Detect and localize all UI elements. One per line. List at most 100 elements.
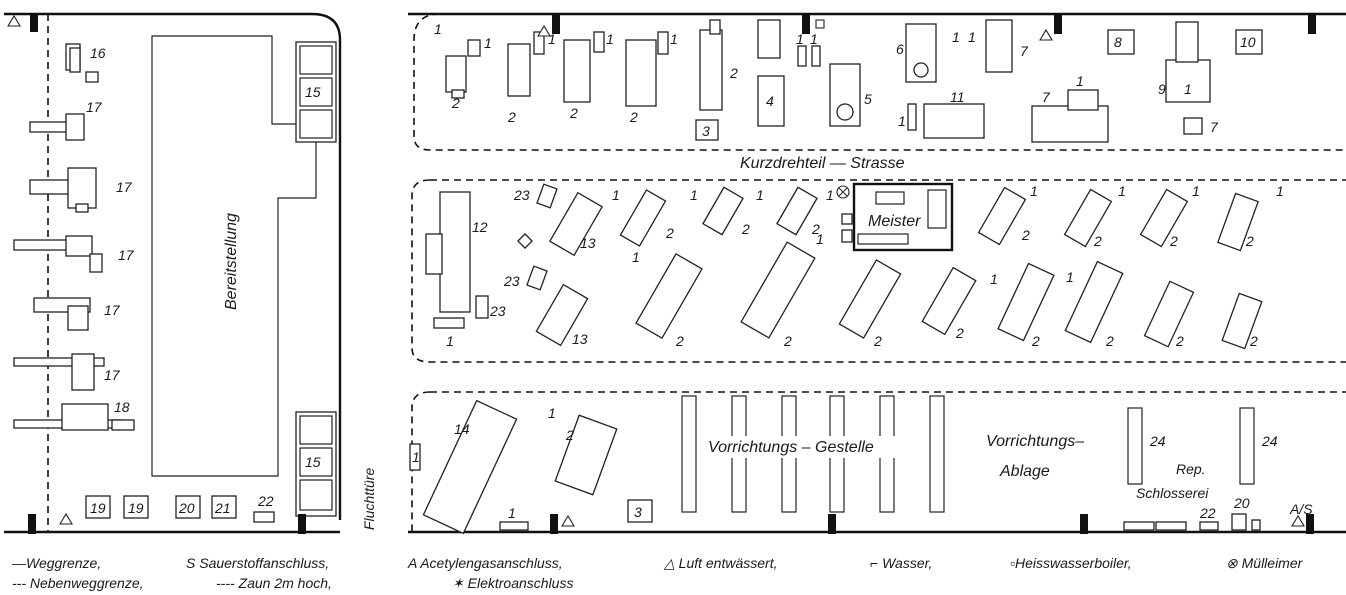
lathe-2-a: 1 1 2 [434, 21, 492, 111]
svg-text:20: 20 [1233, 495, 1250, 511]
svg-text:2: 2 [1105, 333, 1114, 349]
svg-text:1: 1 [612, 187, 620, 203]
svg-text:1: 1 [1276, 183, 1284, 199]
fixture-rack-1 [681, 395, 697, 513]
svg-text:2: 2 [783, 333, 792, 349]
svg-text:19: 19 [128, 500, 144, 516]
box-23-b [526, 265, 548, 291]
svg-text:1: 1 [968, 29, 976, 45]
svg-text:2: 2 [451, 95, 460, 111]
svg-text:1: 1 [548, 31, 556, 47]
svg-text:2: 2 [1093, 233, 1102, 249]
svg-text:1: 1 [446, 333, 454, 349]
svg-text:2: 2 [1169, 233, 1178, 249]
machine-17-c: 17 [13, 235, 135, 273]
svg-text:2: 2 [741, 221, 750, 237]
machine-7-a: 7 [985, 19, 1029, 73]
box-3-bottom [627, 499, 653, 523]
box-8 [1107, 29, 1135, 55]
box-22-left [253, 511, 275, 523]
svg-text:2: 2 [675, 333, 684, 349]
legend-nebenweggrenze: --- Nebenweggrenze, [12, 575, 144, 591]
meister-label: Meister [868, 213, 921, 230]
rep-label: Rep. [1176, 461, 1206, 477]
left-block: Bereitstellung 15 15 16 17 17 [4, 12, 377, 534]
svg-text:24: 24 [1261, 433, 1278, 449]
svg-text:2: 2 [665, 225, 674, 241]
machine-17-e: 17 [13, 353, 121, 391]
machine-14: 14 1 [422, 399, 556, 535]
box-10 [1235, 29, 1263, 55]
svg-text:7: 7 [1210, 119, 1219, 135]
svg-text:22: 22 [257, 493, 274, 509]
svg-text:24: 24 [1149, 433, 1166, 449]
machine-6: 6 1 1 [896, 23, 976, 83]
svg-text:1: 1 [1118, 183, 1126, 199]
legend-weggrenze: —Weggrenze, [11, 555, 101, 571]
svg-text:2: 2 [1245, 233, 1254, 249]
svg-text:13: 13 [580, 235, 596, 251]
legend-muelleimer: ⊗ Mülleimer [1226, 555, 1304, 571]
vorrichtungs-gestelle-label: Vorrichtungs – Gestelle [708, 439, 874, 456]
svg-text:6: 6 [896, 41, 904, 57]
svg-text:15: 15 [305, 84, 321, 100]
box-21 [211, 495, 237, 519]
svg-text:1: 1 [1030, 183, 1038, 199]
vorrichtungs-ablage-label-1: Vorrichtungs– [986, 433, 1084, 450]
machine-12: 12 1 [425, 191, 488, 349]
svg-text:1: 1 [756, 187, 764, 203]
lathe-row-middle-a: 2 2 2 2 2 2 2 [619, 186, 1260, 252]
lathe-row-middle-b: 2 2 2 2 2 2 2 2 [635, 241, 1263, 350]
svg-text:1: 1 [434, 21, 442, 37]
svg-text:3: 3 [702, 123, 710, 139]
svg-text:1: 1 [606, 31, 614, 47]
machine-13-b: 13 [535, 283, 589, 347]
machine-9: 9 1 [1158, 21, 1211, 103]
unit-5: 5 [829, 63, 872, 127]
svg-text:2: 2 [873, 333, 882, 349]
as-label: A/S [1289, 501, 1313, 517]
unit-1-pair: 1 1 [796, 31, 821, 67]
svg-text:7: 7 [1042, 89, 1051, 105]
machine-7-b: 7 1 [1031, 73, 1109, 143]
bottom-block: 1 14 1 2 1 3 Vorrichtungs – Gestelle Vor… [409, 395, 1314, 535]
svg-text:1: 1 [508, 505, 516, 521]
svg-text:1: 1 [990, 271, 998, 287]
svg-text:2: 2 [1175, 333, 1184, 349]
svg-text:1: 1 [1184, 81, 1192, 97]
svg-text:1: 1 [1066, 269, 1074, 285]
kurzdrehteil-label: Kurzdrehteil — Strasse [740, 155, 905, 172]
legend-heisswasser: ▫Heisswasserboiler, [1010, 555, 1132, 571]
unit-4 [757, 75, 785, 127]
svg-text:1: 1 [1076, 73, 1084, 89]
box-19-a [85, 495, 111, 519]
svg-text:22: 22 [1199, 505, 1216, 521]
svg-text:3: 3 [634, 504, 642, 520]
machine-17-b: 17 [29, 167, 133, 213]
svg-text:1: 1 [1192, 183, 1200, 199]
lathe-2-b: 1 2 [507, 31, 556, 125]
svg-text:4: 4 [766, 93, 774, 109]
workbench-24-b [1239, 407, 1255, 485]
svg-text:2: 2 [811, 221, 820, 237]
svg-text:2: 2 [1031, 333, 1040, 349]
svg-text:1: 1 [826, 187, 834, 203]
svg-text:15: 15 [305, 454, 321, 470]
svg-text:21: 21 [214, 500, 231, 516]
schlosserei-label: Schlosserei [1136, 485, 1209, 501]
box-23-c [475, 295, 489, 319]
box-20-right [1231, 513, 1247, 531]
svg-text:20: 20 [178, 500, 195, 516]
machine-17-d: 17 [33, 297, 121, 331]
svg-text:10: 10 [1240, 34, 1256, 50]
svg-text:1: 1 [816, 231, 824, 247]
svg-text:18: 18 [114, 399, 130, 415]
workbench-24-a [1127, 407, 1143, 485]
svg-text:14: 14 [454, 421, 470, 437]
box-20-left [175, 495, 201, 519]
svg-text:13: 13 [572, 331, 588, 347]
machine-18: 18 [13, 399, 135, 431]
svg-text:7: 7 [1020, 43, 1029, 59]
svg-text:2: 2 [569, 105, 578, 121]
legend-wasser: ⌐ Wasser, [870, 555, 932, 571]
